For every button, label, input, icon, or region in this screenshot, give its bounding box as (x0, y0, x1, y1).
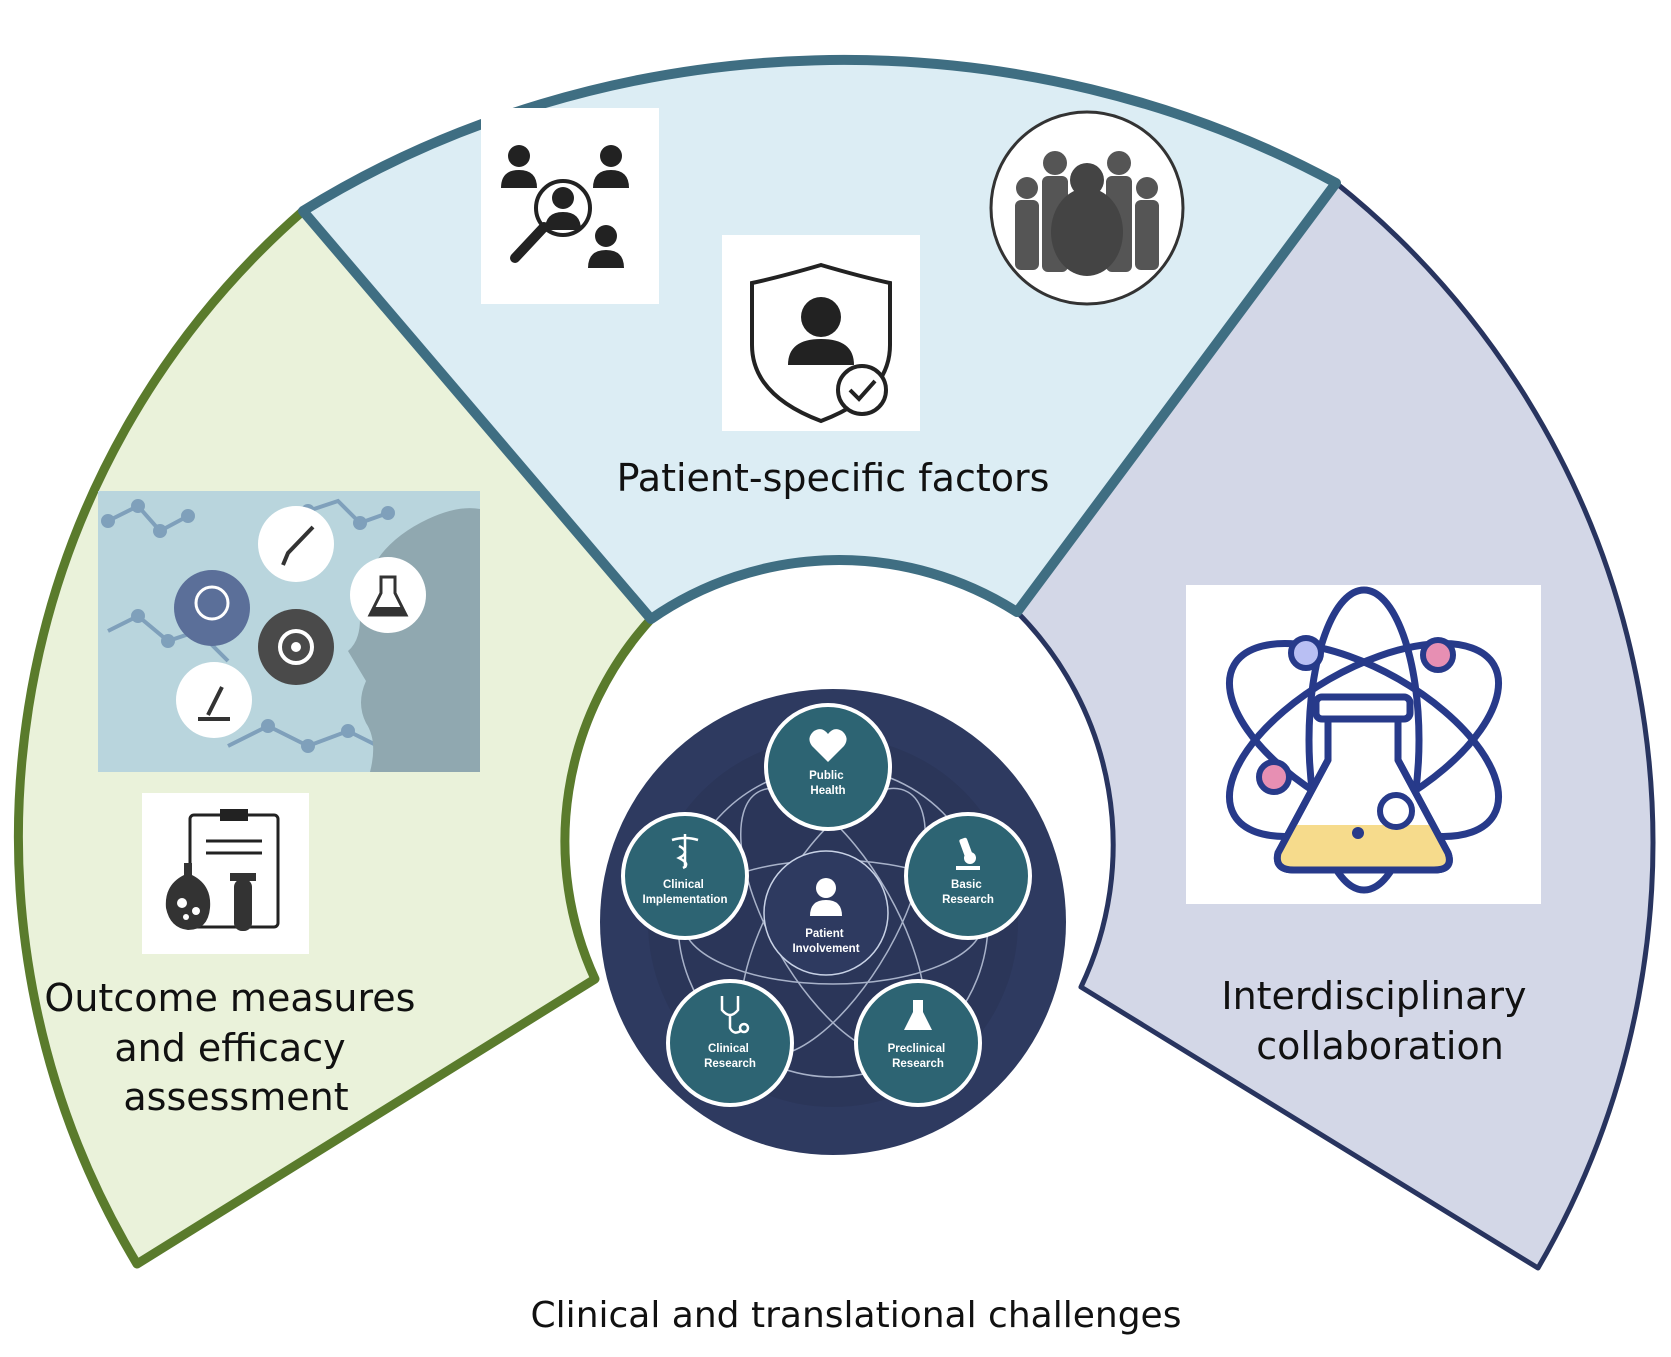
outcome-label: Outcome measures and efficacy assessment (44, 976, 427, 1119)
atom-flask-icon (1186, 585, 1541, 904)
people-search-icon (481, 108, 659, 304)
hub-node-public-health: Public Health (764, 703, 892, 831)
heart-pulse-icon (809, 729, 847, 762)
svg-text:Basic Research: Basic Research (942, 879, 994, 906)
shield-person-check-icon (722, 235, 920, 431)
lab-clipboard-icon (142, 793, 309, 954)
svg-text:Clinical Implementatio: Clinical Implementation (643, 879, 728, 906)
svg-text:Preclinical Research: Preclinical Research (888, 1043, 949, 1070)
interdisciplinary-label: Interdisciplinary collaboration (1221, 974, 1538, 1068)
hub-node-clinical-implementation: Clinical Implementation (621, 812, 749, 940)
hub-node-preclinical-research: Preclinical Research (854, 979, 982, 1107)
microscope-icon (956, 837, 980, 870)
obese-group-icon (989, 110, 1185, 306)
hub-node-basic-research: Basic Research (904, 812, 1032, 940)
stethoscope-icon (720, 996, 750, 1034)
patient-specific-label: Patient-specific factors (617, 456, 1050, 500)
svg-text:Patient Involvement: Patient Involvement (792, 928, 859, 955)
caduceus-icon (671, 834, 699, 870)
diagram-caption: Clinical and translational challenges (531, 1295, 1182, 1336)
hub-node-patient-involvement: Patient Involvement (763, 850, 889, 976)
hub: Patient Involvement Public Health Basic (600, 689, 1066, 1155)
neuroscience-collage-icon (98, 491, 480, 772)
hub-node-clinical-research: Clinical Research (666, 979, 794, 1107)
person-icon (810, 878, 842, 916)
svg-text:Clinical Research: Clinical Research (704, 1043, 756, 1070)
flask-icon (904, 1000, 932, 1030)
svg-text:Public Health: Public Health (809, 770, 847, 797)
